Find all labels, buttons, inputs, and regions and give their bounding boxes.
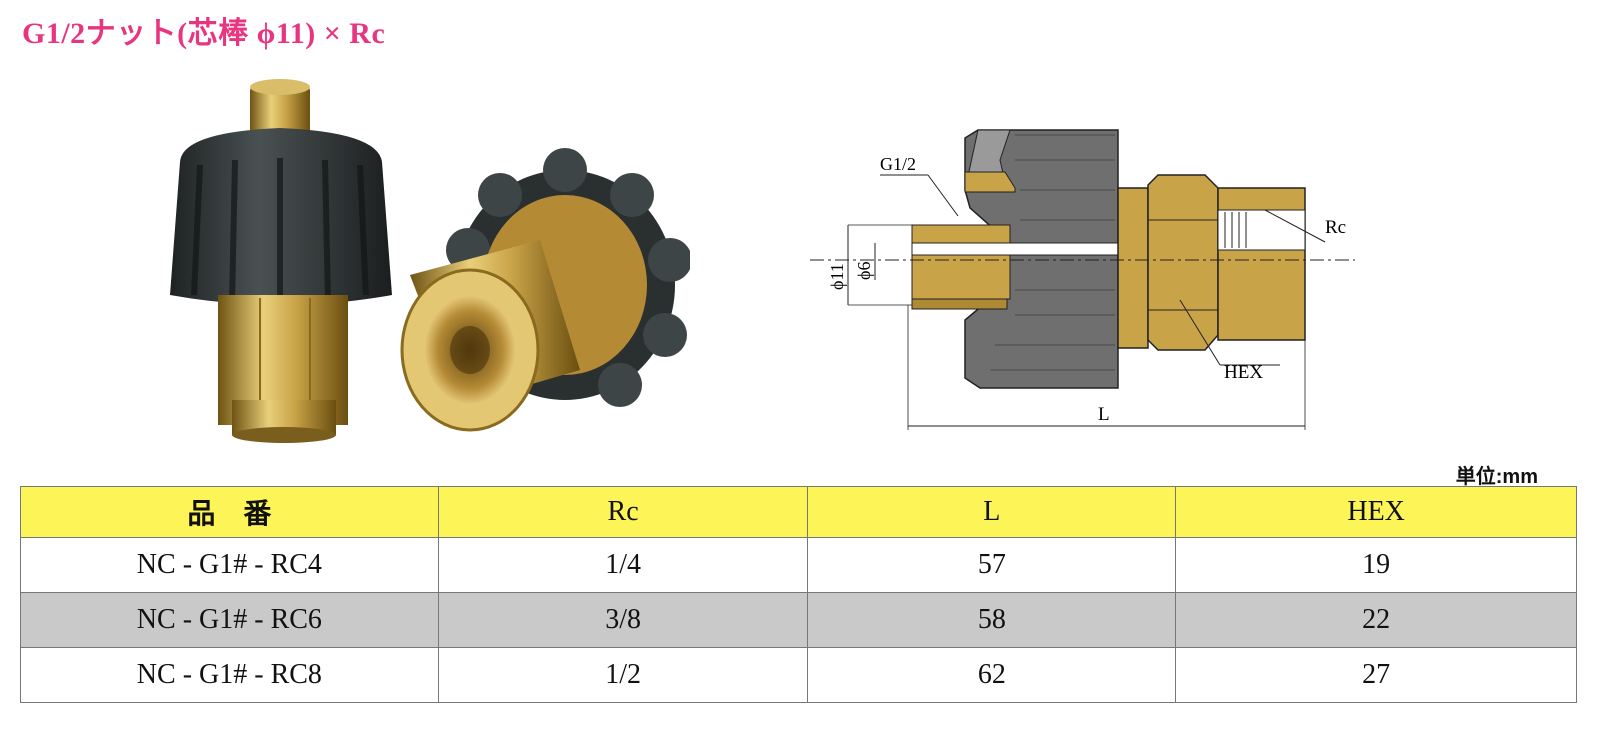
cell-part-number: NC - G1# - RC6 <box>20 592 439 648</box>
technical-drawing: G1/2 Rc ϕ11 ϕ6 HEX L <box>810 129 1355 430</box>
cell-rc: 3/8 <box>437 592 809 648</box>
cell-part-number: NC - G1# - RC4 <box>20 537 439 593</box>
label-phi6: ϕ6 <box>854 262 874 280</box>
label-g12: G1/2 <box>880 154 916 174</box>
table-row: NC - G1# - RC8 1/2 62 27 <box>20 647 1577 703</box>
page-title: G1/2ナット(芯棒 ϕ11) × Rc <box>22 17 386 50</box>
label-rc: Rc <box>1325 217 1346 238</box>
unit-label: 単位:mm <box>1455 466 1538 488</box>
cell-part-number: NC - G1# - RC8 <box>20 647 439 703</box>
col-header-l: L <box>807 486 1177 538</box>
label-hex: HEX <box>1224 362 1263 383</box>
table-row: NC - G1# - RC4 1/4 57 19 <box>20 537 1577 593</box>
cell-l: 62 <box>807 647 1177 703</box>
col-header-part-number: 品 番 <box>20 486 439 538</box>
table-header-row: 品 番 Rc L HEX <box>20 486 1577 538</box>
product-photo <box>170 79 690 443</box>
cell-hex: 19 <box>1175 537 1577 593</box>
col-header-rc: Rc <box>437 486 809 538</box>
spec-table: 品 番 Rc L HEX NC - G1# - RC4 1/4 57 19 NC… <box>20 486 1577 703</box>
cell-hex: 27 <box>1175 647 1577 703</box>
cell-hex: 22 <box>1175 592 1577 648</box>
label-phi11: ϕ11 <box>827 263 847 290</box>
label-l: L <box>1098 404 1110 425</box>
cell-rc: 1/2 <box>437 647 809 703</box>
table-row: NC - G1# - RC6 3/8 58 22 <box>20 592 1577 648</box>
cell-l: 57 <box>807 537 1177 593</box>
col-header-hex: HEX <box>1175 486 1577 538</box>
cell-l: 58 <box>807 592 1177 648</box>
cell-rc: 1/4 <box>437 537 809 593</box>
